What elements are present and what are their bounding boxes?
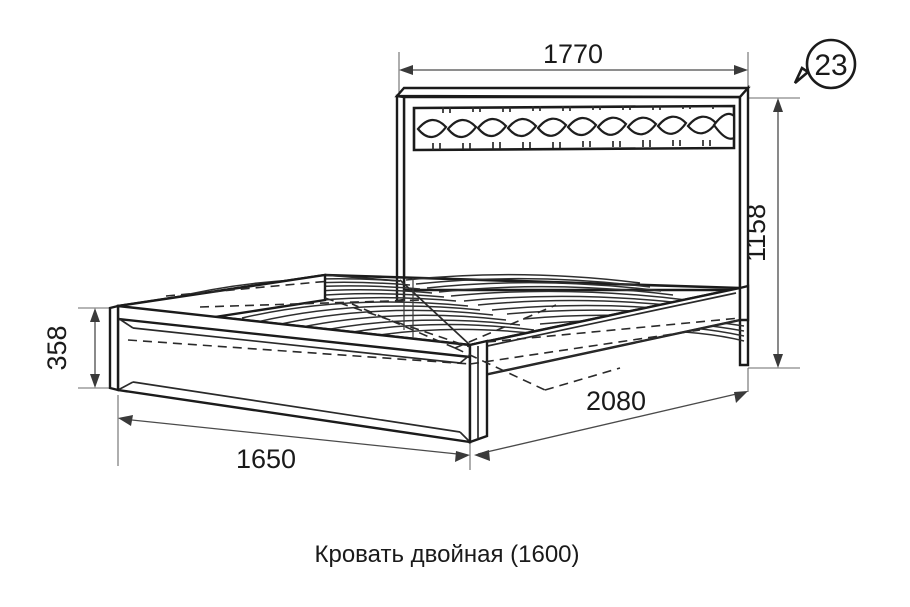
headboard-lattice <box>412 104 736 152</box>
dimension-label-width-top: 1770 <box>543 39 603 69</box>
dimension-1650: 1650 <box>118 415 470 474</box>
extension-lines <box>78 52 800 470</box>
dimension-358: 358 <box>42 308 100 388</box>
dimension-2080: 2080 <box>474 386 748 461</box>
dimension-label-height-left: 358 <box>42 325 72 370</box>
page-badge: 23 <box>793 38 857 90</box>
dimension-label-length-side: 2080 <box>586 386 646 416</box>
dimension-1770: 1770 <box>399 39 748 75</box>
headboard <box>394 84 751 367</box>
construction-lines <box>403 278 414 338</box>
footboard <box>108 304 489 444</box>
lattice-lenses <box>416 112 736 140</box>
badge-number: 23 <box>814 49 847 82</box>
dimension-label-length-front: 1650 <box>236 444 296 474</box>
drawing-caption: Кровать двойная (1600) <box>314 541 579 568</box>
hidden-lines <box>127 280 741 391</box>
lattice-bars <box>432 106 714 150</box>
